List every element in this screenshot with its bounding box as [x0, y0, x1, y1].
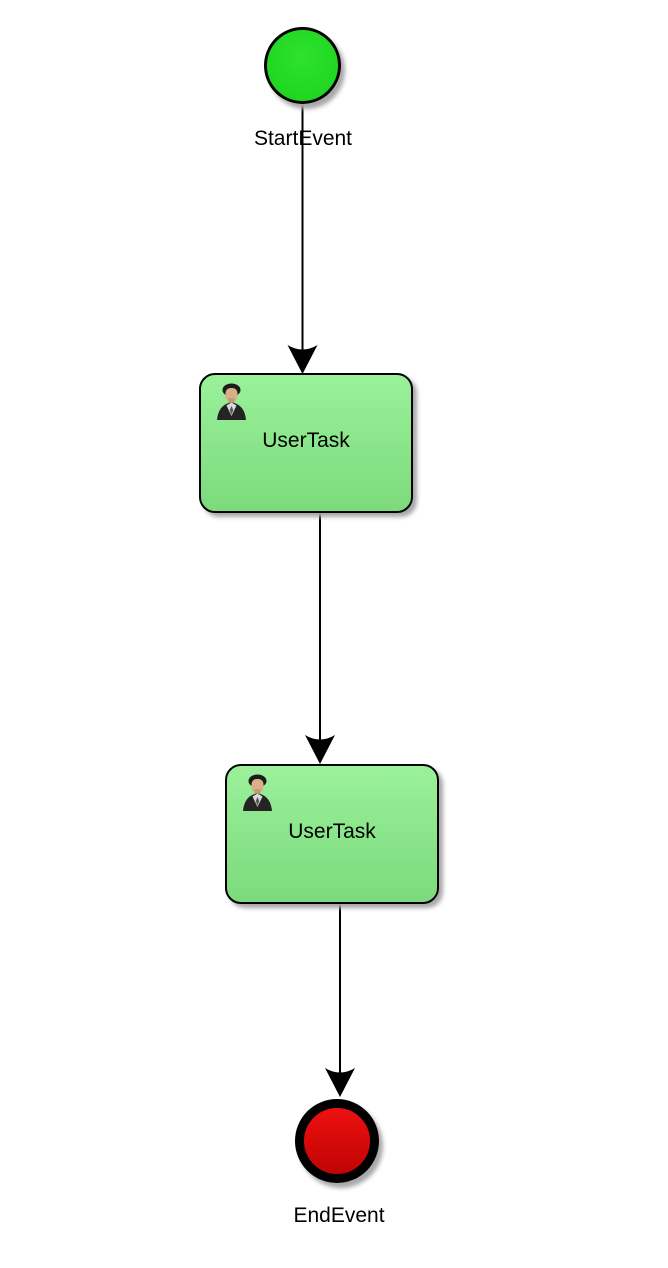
arrowhead-icon [305, 735, 335, 764]
sequence-flow-task2-to-end[interactable] [325, 904, 355, 1097]
arrowhead-icon [325, 1068, 355, 1097]
user-icon [243, 774, 272, 811]
sequence-flow-task1-to-task2[interactable] [305, 513, 335, 764]
start-event-label: StartEvent [253, 127, 353, 150]
sequence-flow-start-to-task1[interactable] [287, 104, 318, 374]
end-event-label: EndEvent [293, 1204, 385, 1227]
user-task-2-label: UserTask [288, 820, 376, 843]
user-task-1-label: UserTask [262, 429, 350, 452]
end-event-node[interactable] [295, 1099, 379, 1183]
start-event-node[interactable] [264, 27, 341, 104]
user-task-2-node[interactable]: UserTask [225, 764, 439, 904]
user-task-1-node[interactable]: UserTask [199, 373, 413, 513]
user-icon [217, 383, 246, 420]
arrowhead-icon [287, 345, 318, 374]
